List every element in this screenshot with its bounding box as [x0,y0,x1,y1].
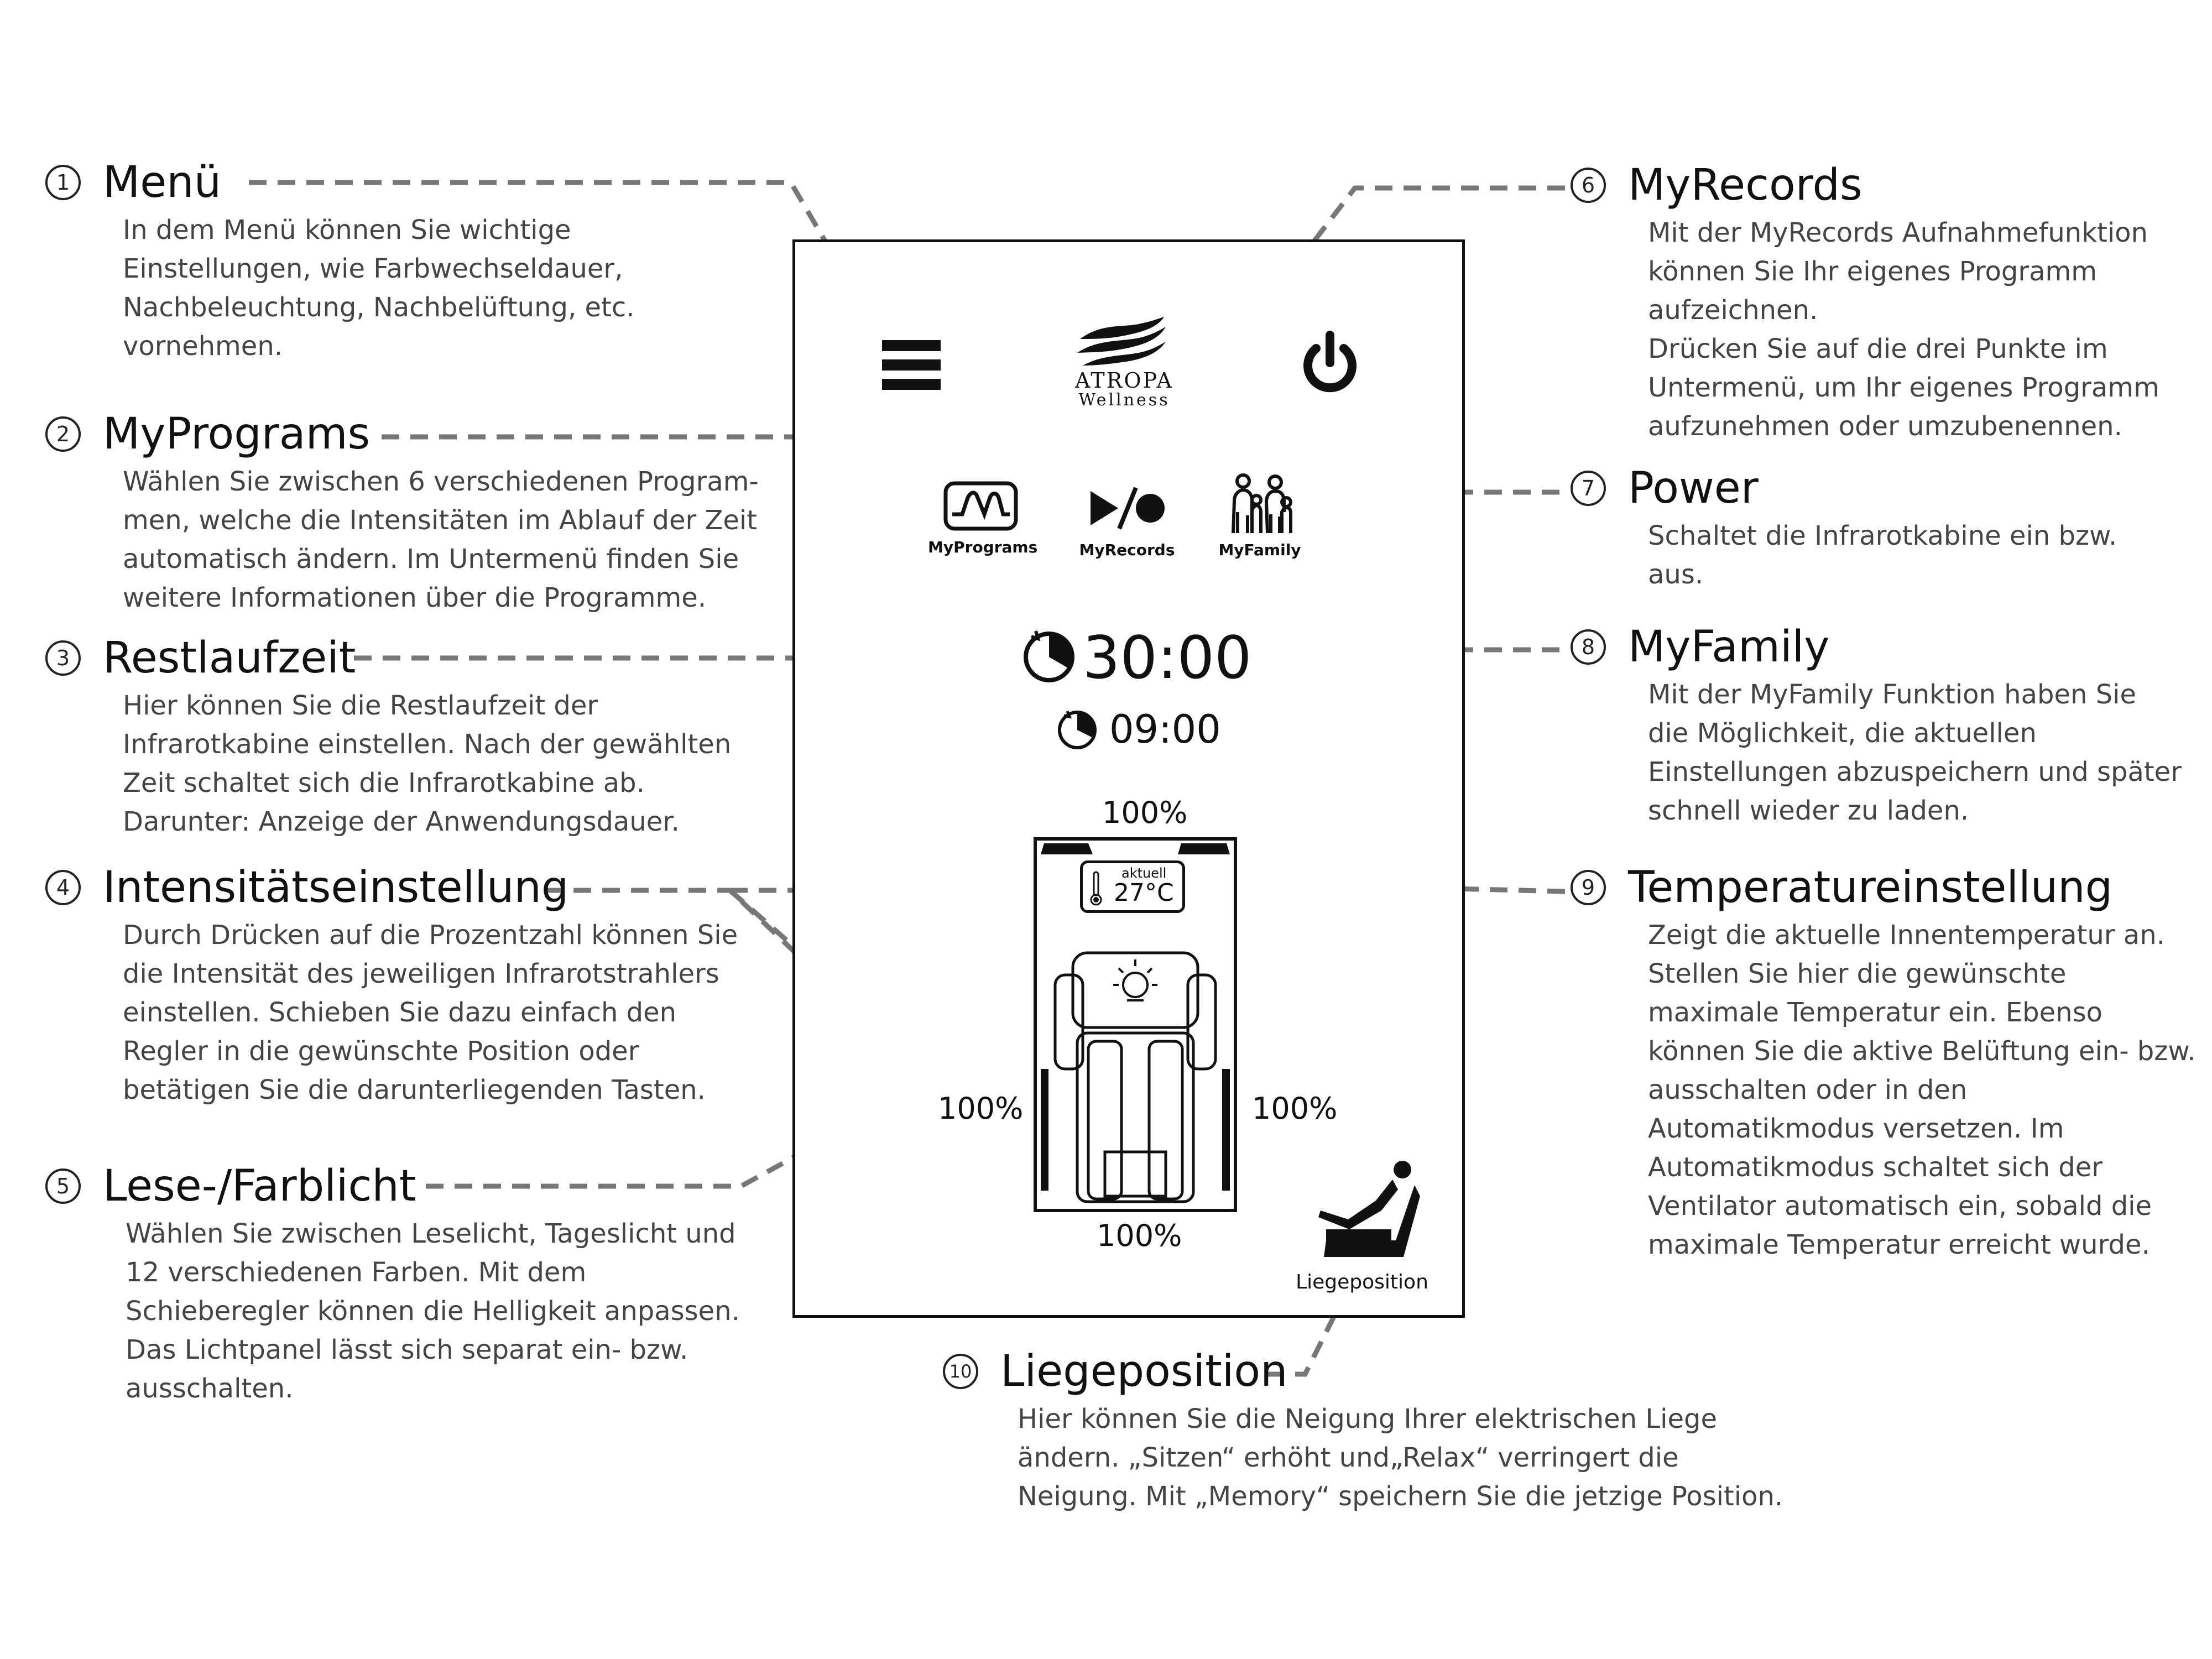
annotation-description: Mit der MyFamily Funktion haben Sie die … [1648,679,2182,826]
myprograms-icon[interactable] [943,481,1018,531]
liegeposition-label[interactable]: Liegeposition [1296,1271,1428,1293]
number-badge: 5 [45,1168,81,1204]
recliner-icon[interactable] [1304,1157,1426,1262]
number-badge: 1 [45,165,81,200]
control-panel-screen: ATROPA Wellness MyPrograms MyRecords [792,239,1465,1318]
number-badge: 7 [1571,471,1606,506]
logo-name: ATROPA [1075,368,1173,393]
annotation-title: MyPrograms [103,409,371,459]
intensity-left[interactable]: 100% [938,1091,1024,1126]
intensity-top[interactable]: 100% [1102,795,1188,830]
number-badge: 3 [45,640,81,676]
annotation-title: Restlaufzeit [103,633,356,683]
usage-duration: 09:00 [1109,707,1221,752]
light-bulb-icon [1113,959,1157,1001]
annotation-description: Zeigt die aktuelle Innentemperatur an. S… [1648,920,2196,1260]
annotation-temperature: 9 Temperatureinstellung Zeigt die aktuel… [1571,863,2196,1264]
number-badge: 4 [45,870,81,905]
annotation-title: Lese-/Farblicht [103,1161,416,1211]
menu-icon[interactable] [882,340,941,390]
annotation-title: Power [1628,463,1759,513]
annotation-title: Menü [103,158,222,207]
heater-top-right [1178,843,1230,854]
clock-icon [1058,711,1097,749]
annotation-title: MyFamily [1628,622,1830,672]
intensity-right[interactable]: 100% [1252,1091,1338,1126]
annotation-description: Wählen Sie zwischen 6 verschiedenen Prog… [123,466,759,613]
annotation-title: Temperatureinstellung [1628,863,2113,912]
annotation-menu: 1 Menü In dem Menü können Sie wichtige E… [45,158,634,366]
number-badge: 8 [1571,629,1606,665]
annotation-liegeposition: 10 Liegeposition Hier können Sie die Nei… [943,1347,1783,1516]
annotation-title: Liegeposition [1000,1347,1288,1396]
atropa-logo [1077,317,1166,366]
heater-left [1041,1069,1048,1191]
annotation-intensity: 4 Intensitätseinstellung Durch Drücken a… [45,863,738,1109]
annotation-power: 7 Power Schaltet die Infrarotkabine ein … [1571,463,2117,594]
timer-icon[interactable] [1020,627,1078,685]
temperature-caption: aktuell [1121,865,1167,881]
myfamily-label[interactable]: MyFamily [1218,541,1301,559]
annotation-description: Hier können Sie die Restlaufzeit der Inf… [123,690,732,837]
annotation-light: 5 Lese-/Farblicht Wählen Sie zwischen Le… [45,1161,740,1408]
timer-remaining[interactable]: 30:00 [1083,624,1252,692]
myrecords-icon[interactable] [1088,486,1167,531]
number-badge: 10 [943,1354,978,1389]
heater-right [1222,1069,1230,1191]
intensity-bottom[interactable]: 100% [1097,1218,1182,1253]
annotation-restlaufzeit: 3 Restlaufzeit Hier können Sie die Restl… [45,633,731,841]
annotation-title: MyRecords [1628,160,1863,210]
heater-top-left [1041,843,1093,854]
temperature-display[interactable]: aktuell 27°C [1080,860,1185,913]
annotation-description: In dem Menü können Sie wichtige Einstell… [123,215,635,362]
annotation-title: Intensitätseinstellung [103,863,569,912]
thermometer-icon [1090,871,1102,906]
number-badge: 2 [45,416,81,452]
cabin-diagram [1034,837,1237,1212]
annotation-description: Hier können Sie die Neigung Ihrer elektr… [1018,1404,1783,1512]
number-badge: 6 [1571,168,1606,203]
annotation-description: Mit der MyRecords Aufnahmefunktion könne… [1648,217,2159,442]
annotation-myfamily: 8 MyFamily Mit der MyFamily Funktion hab… [1571,622,2182,830]
myfamily-icon[interactable] [1221,473,1298,535]
power-icon[interactable] [1300,331,1360,397]
myrecords-label[interactable]: MyRecords [1079,541,1175,559]
temperature-value: 27°C [1114,879,1174,907]
annotation-myrecords: 6 MyRecords Mit der MyRecords Aufnahmefu… [1571,160,2159,446]
annotation-myprograms: 2 MyPrograms Wählen Sie zwischen 6 versc… [45,409,759,617]
annotation-description: Wählen Sie zwischen Leselicht, Tageslich… [126,1218,740,1404]
annotation-description: Durch Drücken auf die Prozentzahl können… [123,920,738,1105]
annotation-description: Schaltet die Infrarotkabine ein bzw. aus… [1648,520,2117,590]
number-badge: 9 [1571,870,1606,905]
logo-subtitle: Wellness [1078,390,1170,410]
myprograms-label[interactable]: MyPrograms [928,538,1038,556]
